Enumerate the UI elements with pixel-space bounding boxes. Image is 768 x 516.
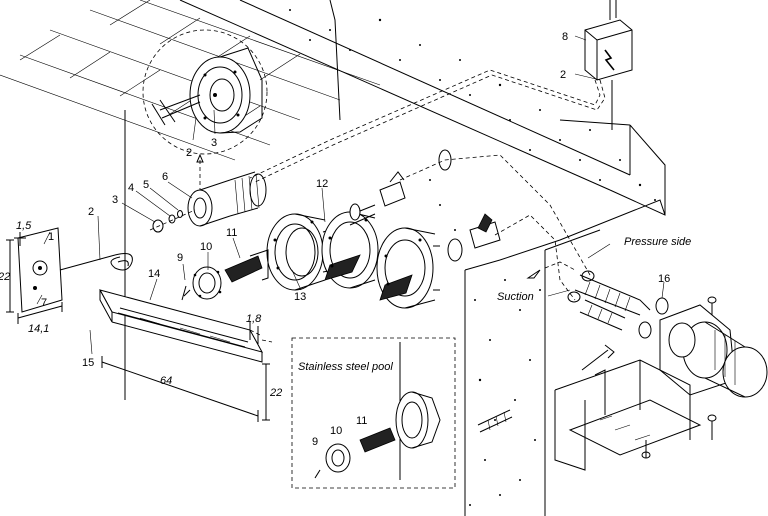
label-1: 1 xyxy=(48,231,54,243)
pump-section xyxy=(477,270,768,471)
label-11-inset: 11 xyxy=(356,415,367,427)
label-12: 12 xyxy=(316,178,328,190)
dim-1-8: 1,8 xyxy=(246,313,262,325)
label-16: 16 xyxy=(658,273,670,285)
part-number-labels: 1 2 2 2 3 3 4 5 6 7 8 9 9 10 10 11 11 12… xyxy=(41,31,670,448)
flange-assembly xyxy=(181,249,269,301)
suction-label: Suction xyxy=(497,291,534,303)
label-15: 15 xyxy=(82,357,94,369)
dim-22-right: 22 xyxy=(269,387,282,399)
label-8: 8 xyxy=(562,31,568,43)
pressure-side-label: Pressure side xyxy=(624,236,691,248)
stainless-steel-pool-label: Stainless steel pool xyxy=(298,361,393,373)
pool-wall-structure xyxy=(0,0,666,516)
nozzle-plate-14 xyxy=(99,289,273,363)
dim-22-left: 22 xyxy=(0,271,10,283)
label-7: 7 xyxy=(41,297,47,309)
label-10-inset: 10 xyxy=(330,425,342,437)
stainless-steel-inset xyxy=(291,337,456,489)
label-2-control: 2 xyxy=(560,69,566,81)
label-9-inset: 9 xyxy=(312,436,318,448)
label-3-detail: 3 xyxy=(211,137,217,149)
drive-unit xyxy=(187,171,267,227)
dim-14-1: 14,1 xyxy=(28,323,49,335)
dim-64: 64 xyxy=(160,375,172,387)
label-14: 14 xyxy=(148,268,160,280)
label-3: 3 xyxy=(112,194,118,206)
dimension-lines xyxy=(6,232,270,422)
label-2-detail: 2 xyxy=(186,147,192,159)
small-parts xyxy=(149,209,196,233)
label-4: 4 xyxy=(128,182,134,194)
dimension-labels: 1,5 22 14,1 1,8 64 22 xyxy=(0,220,282,399)
detail-zoom-circle xyxy=(142,29,268,190)
dim-1-5: 1,5 xyxy=(16,220,32,232)
control-box xyxy=(584,0,633,130)
label-13: 13 xyxy=(294,291,306,303)
label-6: 6 xyxy=(162,171,168,183)
label-2-cable: 2 xyxy=(88,206,94,218)
label-5: 5 xyxy=(143,179,149,191)
control-cable xyxy=(249,69,606,184)
piping xyxy=(349,149,591,301)
label-9: 9 xyxy=(177,252,183,264)
housing-assembly xyxy=(266,211,440,309)
cover-plate-1 xyxy=(17,227,133,313)
leader-lines xyxy=(36,0,665,355)
label-11: 11 xyxy=(226,227,237,239)
label-10: 10 xyxy=(200,241,212,253)
annotation-labels: Pressure side Suction Stainless steel po… xyxy=(298,236,691,373)
